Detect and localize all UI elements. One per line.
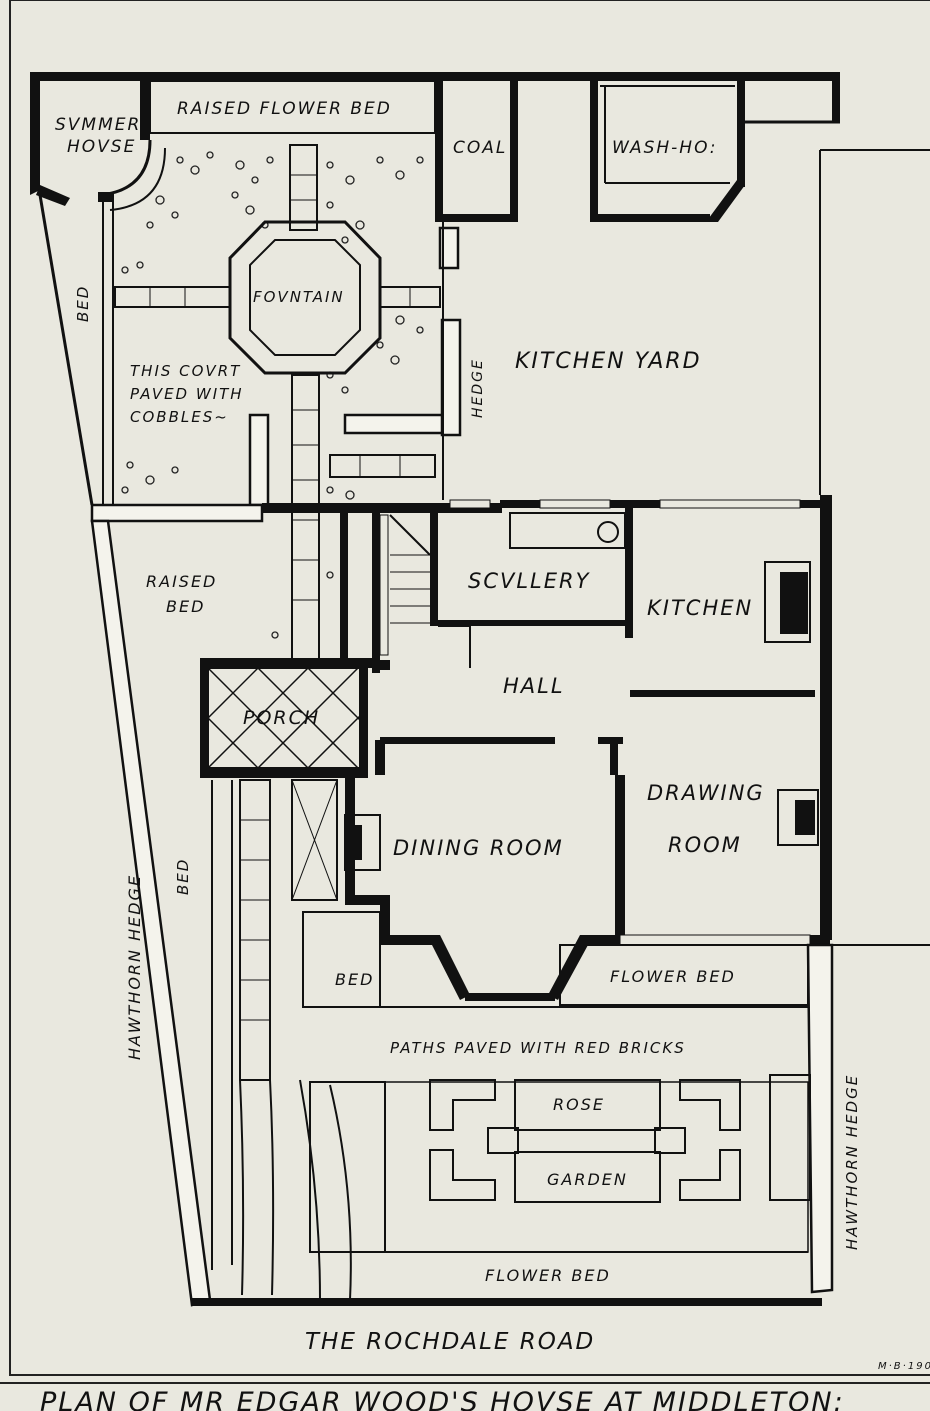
hedge-label: HEDGE — [470, 358, 486, 418]
fountain-octagon — [228, 220, 382, 375]
flower-bed-upper-label: FLOWER BED — [610, 967, 736, 986]
fireplaces — [344, 561, 819, 871]
drawing-room-label: DRAWING — [647, 781, 765, 805]
summer-house-label: SVMMER — [55, 115, 141, 135]
court-note-label: THIS COVRT — [130, 362, 241, 380]
raised-bed-label: BED — [166, 597, 205, 616]
summer-house-label: HOVSE — [67, 137, 136, 157]
scullery-sink — [509, 512, 626, 549]
page-frame — [9, 0, 930, 1376]
fountain-label: FOVNTAIN — [253, 288, 345, 306]
hawthorn-hedge-right-label: HAWTHORN HEDGE — [843, 1074, 861, 1250]
caption: PLAN OF MR EDGAR WOOD'S HOVSE AT MIDDLET… — [40, 1387, 845, 1411]
windows — [379, 499, 811, 946]
coal-label: COAL — [453, 138, 507, 158]
signature: M·B·190 — [878, 1361, 930, 1372]
bed-left-label: BED — [74, 285, 92, 322]
hall-label: HALL — [503, 674, 565, 698]
court-note-label: PAVED WITH — [130, 385, 244, 403]
left-bed — [38, 194, 114, 506]
cobbles — [121, 151, 424, 639]
rose-garden — [309, 1074, 811, 1253]
raised-bed-label: RAISED — [146, 572, 217, 591]
dining-room-label: DINING ROOM — [393, 836, 564, 860]
staircase — [389, 514, 471, 668]
paths-label: PATHS PAVED WITH RED BRICKS — [390, 1039, 686, 1057]
court-hedges — [90, 226, 462, 523]
hawthorn-hedge-left-label: HAWTHORN HEDGE — [125, 874, 144, 1060]
drawing-room-label: ROOM — [668, 833, 742, 857]
flower-bed-upper — [559, 944, 809, 1006]
porch-label: PORCH — [243, 707, 320, 729]
kitchen-label: KITCHEN — [647, 596, 753, 620]
road-label: THE ROCHDALE ROAD — [305, 1329, 595, 1355]
raised-flower-bed — [149, 80, 436, 134]
garden-label: GARDEN — [547, 1170, 628, 1189]
scullery-label: SCVLLERY — [468, 569, 591, 593]
wash-house-label: WASH-HO: — [612, 138, 718, 158]
rose-label: ROSE — [553, 1095, 605, 1114]
kitchen-yard-label: KITCHEN YARD — [515, 349, 702, 374]
porch-tiles — [207, 667, 361, 769]
flower-bed-lower-label: FLOWER BED — [485, 1266, 611, 1285]
bed-lower — [302, 911, 381, 1008]
bed-lower-label: BED — [335, 970, 374, 989]
copper — [597, 521, 619, 543]
road-boundary — [192, 1251, 822, 1306]
summer-house — [30, 72, 166, 211]
raised-flower-bed-label: RAISED FLOWER BED — [177, 99, 392, 119]
court-note-label: COBBLES~ — [130, 408, 229, 426]
bed-mid-label: BED — [174, 858, 192, 895]
long-bed-strips — [211, 779, 352, 1301]
